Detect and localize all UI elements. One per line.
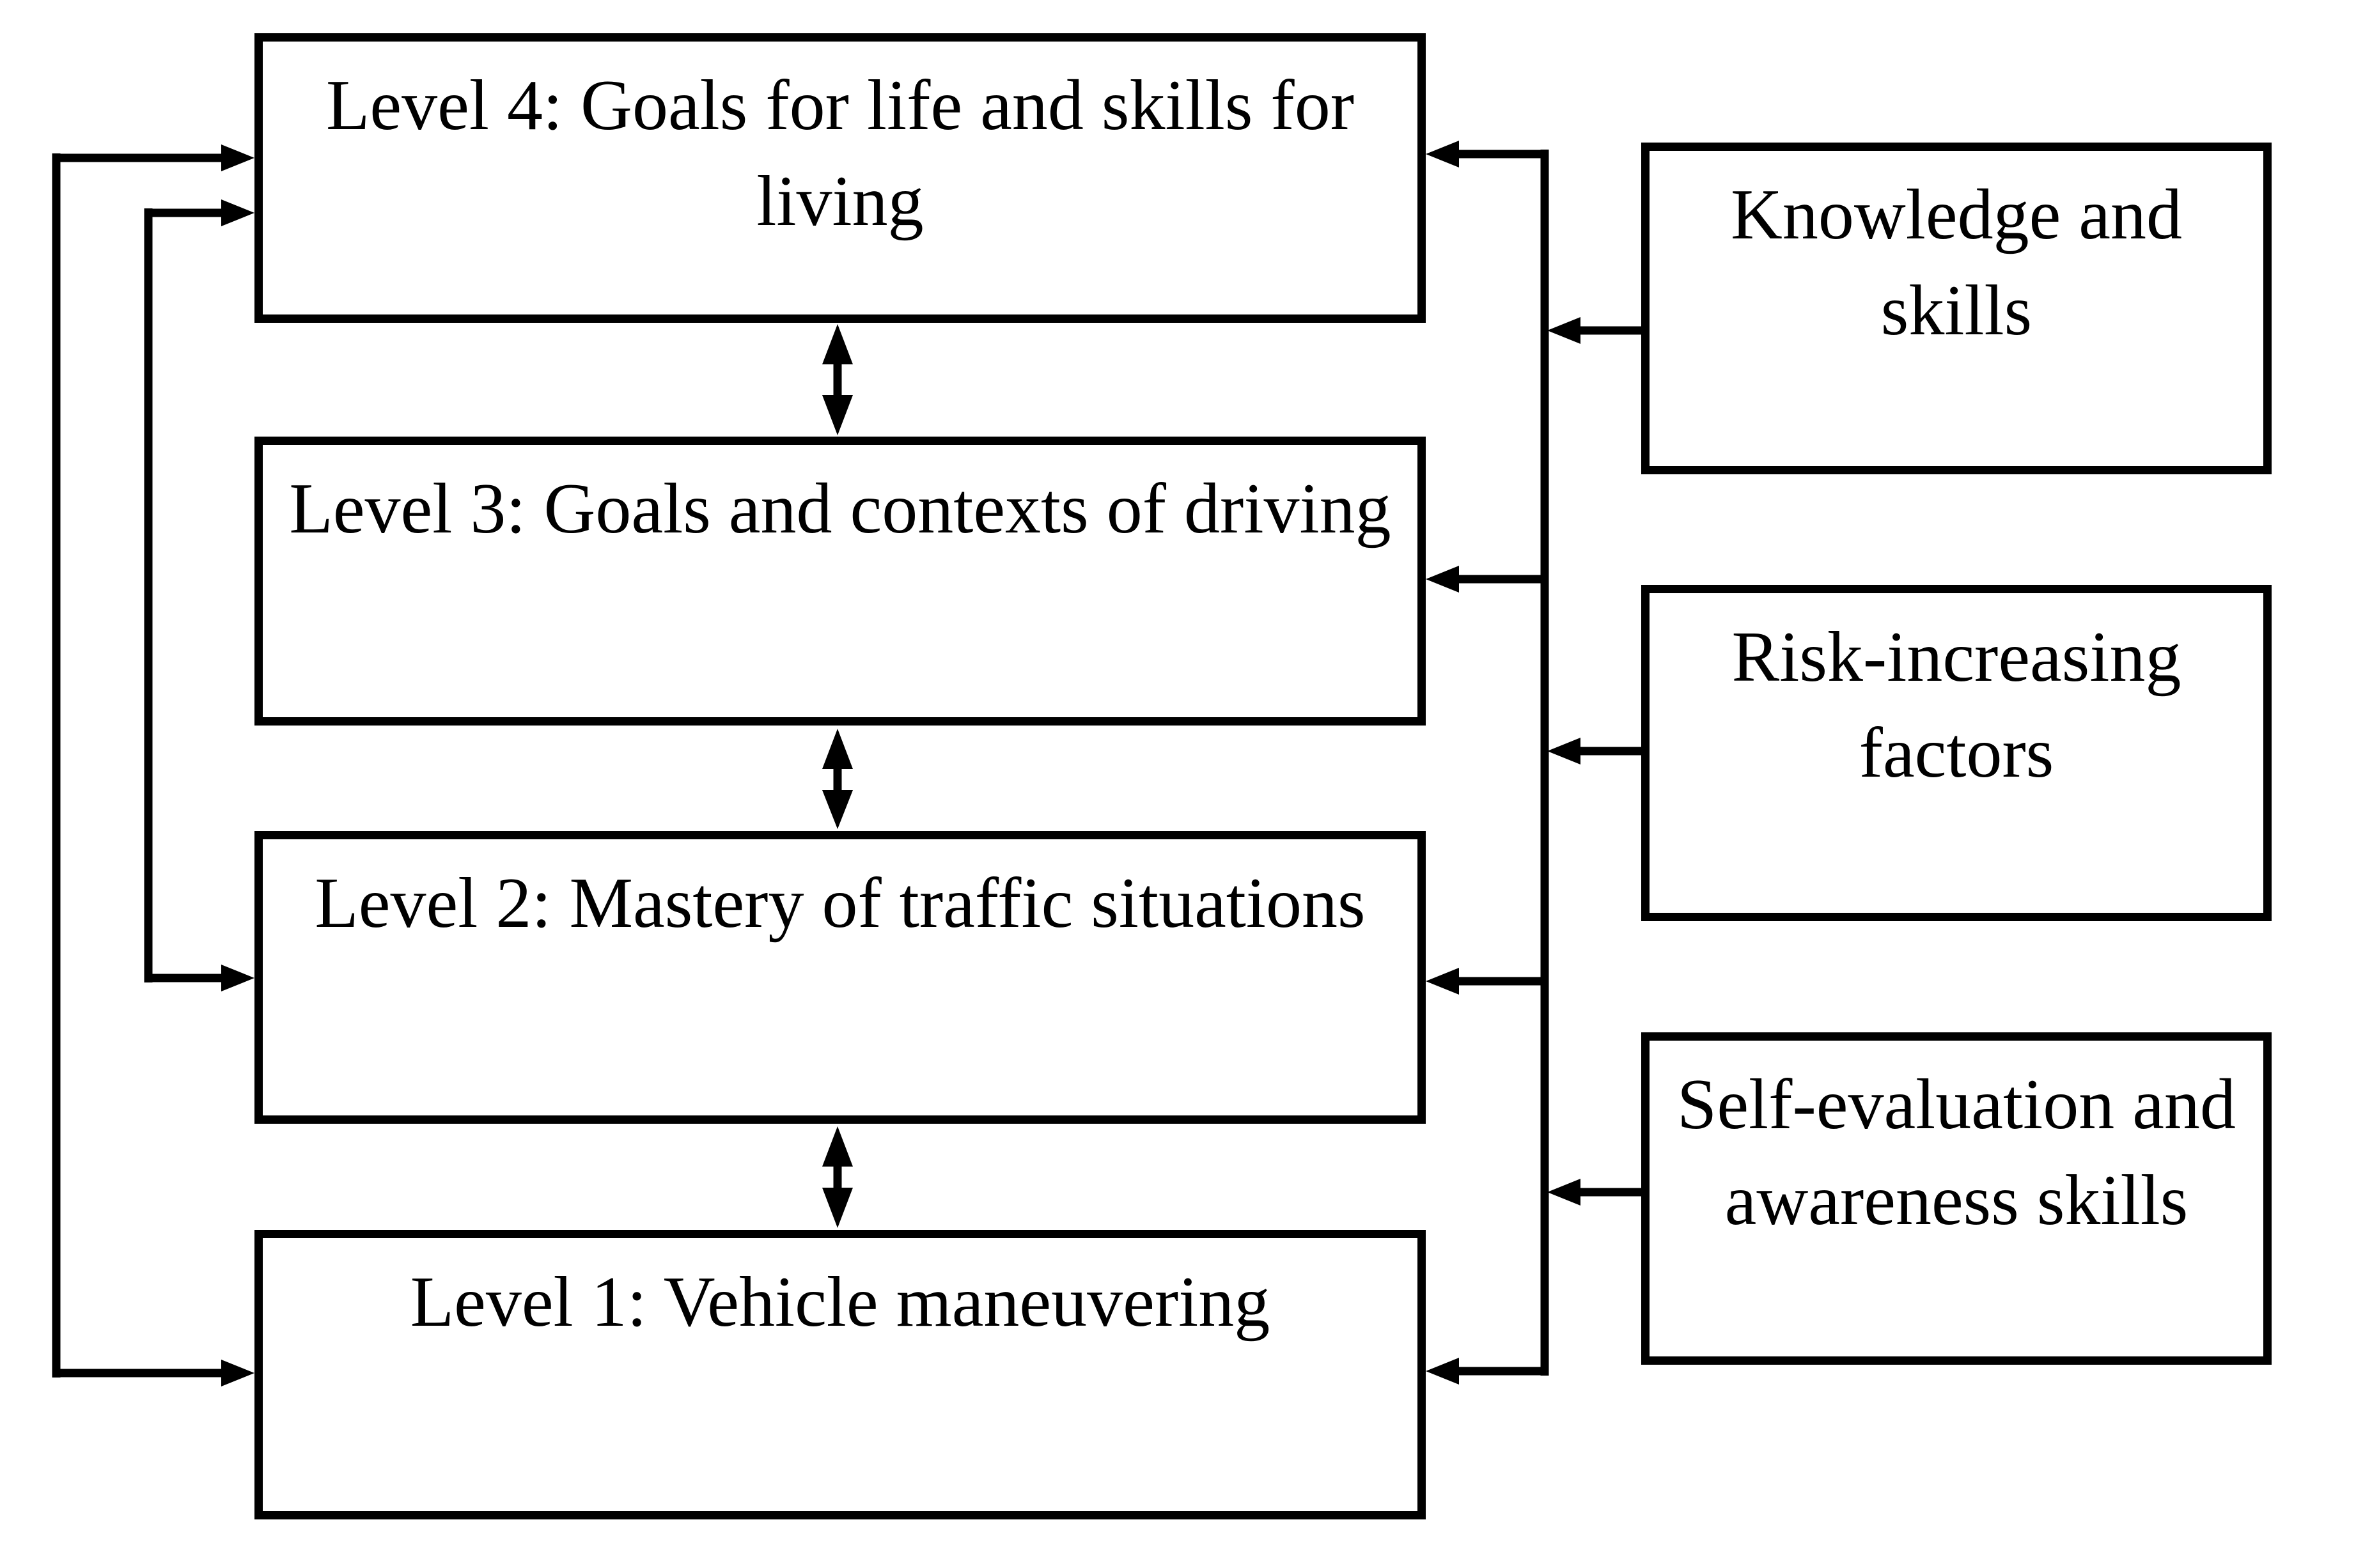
arrowhead-into-level4-left-b: [221, 199, 254, 226]
selfeval-label-line2: awareness skills: [1724, 1161, 2188, 1240]
connector-left-outer-loop: [52, 144, 254, 1386]
level4-label-line2: living: [756, 162, 924, 241]
risk-increasing-factors-box: Risk-increasing factors: [1641, 585, 2272, 921]
level1-label: Level 1: Vehicle maneuvering: [410, 1262, 1270, 1342]
double-arrow-level4-level3: [822, 324, 853, 435]
double-arrow-level2-level1: [822, 1126, 853, 1228]
arrowhead-risk-into-trunk: [1547, 738, 1580, 765]
double-arrow-level3-level2: [822, 729, 853, 829]
double-arrow-3-down-head: [822, 1188, 853, 1228]
arrowhead-into-level4-left-a: [221, 144, 254, 171]
level2-label: Level 2: Mastery of traffic situations: [315, 864, 1366, 943]
arrowhead-into-level3-right: [1426, 566, 1459, 593]
risk-label-line1: Risk-increasing: [1731, 617, 2181, 697]
selfeval-label-line1: Self-evaluation and: [1677, 1065, 2236, 1144]
knowledge-label-line1: Knowledge and: [1730, 175, 2182, 254]
self-evaluation-box: Self-evaluation and awareness skills: [1641, 1032, 2272, 1365]
arrowhead-selfeval-into-trunk: [1547, 1179, 1580, 1206]
connector-left-inner-loop: [144, 199, 254, 991]
level4-box: Level 4: Goals for life and skills for l…: [254, 33, 1426, 323]
double-arrow-1-down-head: [822, 395, 853, 435]
knowledge-and-skills-box: Knowledge and skills: [1641, 143, 2272, 474]
double-arrow-2-down-head: [822, 790, 853, 829]
level2-box: Level 2: Mastery of traffic situations: [254, 831, 1426, 1124]
knowledge-label-line2: skills: [1880, 271, 2032, 350]
double-arrow-2-up-head: [822, 729, 853, 769]
arrowhead-into-level1-left: [221, 1360, 254, 1386]
arrowhead-into-level1-right: [1426, 1358, 1459, 1385]
level1-box: Level 1: Vehicle maneuvering: [254, 1230, 1426, 1519]
arrowhead-into-level2-right: [1426, 968, 1459, 995]
level4-label-line1: Level 4: Goals for life and skills for: [325, 66, 1355, 145]
connector-right-trunk: [1426, 141, 1641, 1385]
level3-box: Level 3: Goals and contexts of driving: [254, 437, 1426, 726]
double-arrow-1-up-head: [822, 324, 853, 364]
arrowhead-into-level4-right: [1426, 141, 1459, 167]
arrowhead-into-level2-left: [221, 965, 254, 991]
risk-label-line2: factors: [1859, 713, 2054, 793]
arrowhead-knowledge-into-trunk: [1547, 317, 1580, 344]
double-arrow-3-up-head: [822, 1126, 853, 1167]
level3-label: Level 3: Goals and contexts of driving: [289, 469, 1391, 548]
